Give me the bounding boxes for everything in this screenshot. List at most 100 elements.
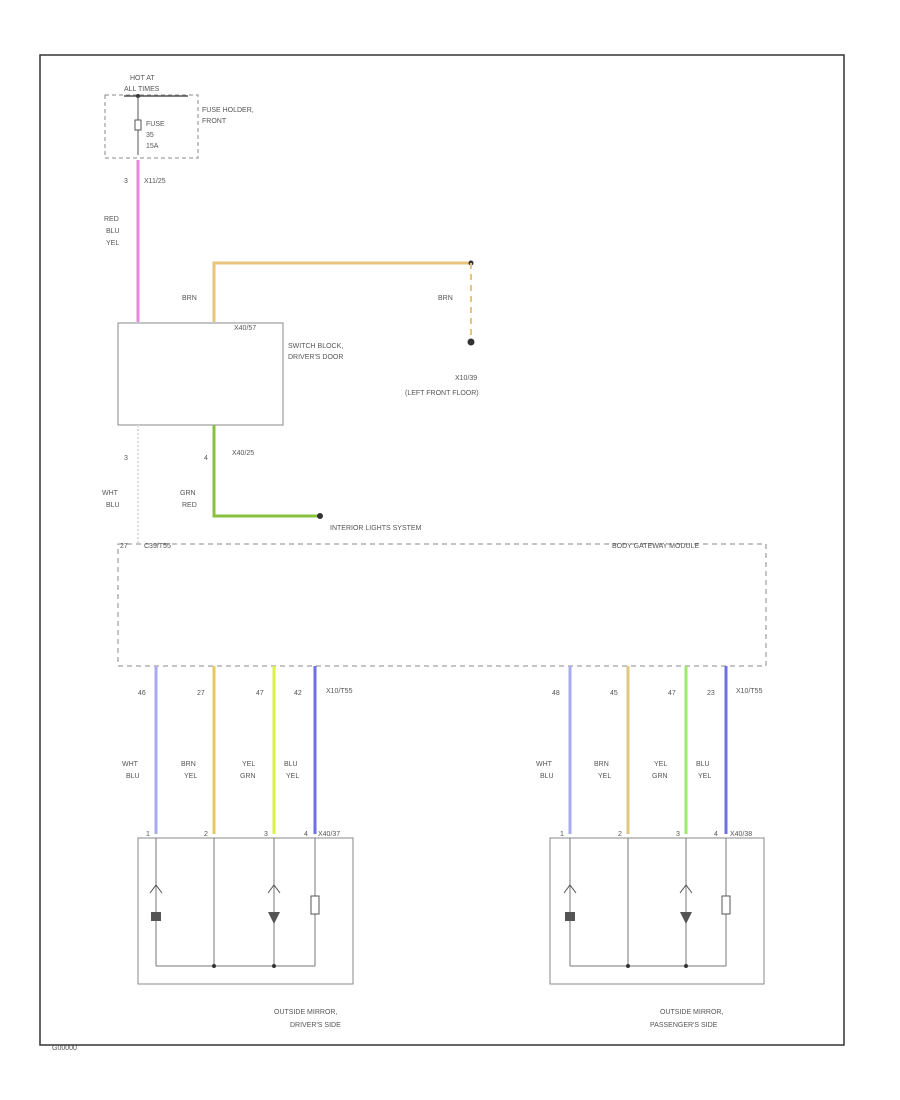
drv-pin-1: 46	[138, 690, 146, 697]
fuse-number: 35	[146, 132, 154, 139]
drv-mirror-pin-3: 3	[264, 831, 268, 838]
pas-motor-1-arrow	[563, 884, 577, 894]
drv-wire-top-3: YEL	[242, 761, 255, 768]
drv-mirror-name-2: DRIVER'S SIDE	[290, 1022, 341, 1029]
ground-label-2: (LEFT FRONT FLOOR)	[405, 390, 479, 397]
fuse-symbol	[134, 119, 142, 131]
drv-mirror-pin-4: 4	[304, 831, 308, 838]
pas-wire-bot-1: BLU	[540, 773, 554, 780]
pas-wire-top-4: BLU	[696, 761, 710, 768]
diagram-frame	[39, 54, 845, 1046]
pas-wire-bot-2: YEL	[598, 773, 611, 780]
wire-label-brn-2: BRN	[438, 295, 453, 302]
wire-grn-red	[212, 425, 318, 518]
switch-connector-bottom: X40/25	[232, 450, 254, 457]
switch-pin-right: 4	[204, 455, 208, 462]
drv-motor-1-arrow	[149, 884, 163, 894]
pas-wire-top-1: WHT	[536, 761, 553, 768]
switch-pin-left: 3	[124, 455, 128, 462]
ground-label-1: X10/39	[455, 375, 477, 382]
pas-pin-2: 45	[610, 690, 618, 697]
drv-motor-2	[268, 912, 280, 924]
fuse-holder-name-2: FRONT	[202, 118, 227, 125]
switch-block-name-1: SWITCH BLOCK,	[288, 343, 343, 350]
fuse-hot-at: HOT AT	[130, 75, 155, 82]
bcm-name: BODY GATEWAY MODULE	[612, 543, 699, 550]
passenger-mirror-box	[549, 837, 765, 985]
switch-block-connector: X40/57	[234, 325, 256, 332]
pas-wire-bot-3: GRN	[652, 773, 668, 780]
wire-label-brn-1: BRN	[182, 295, 197, 302]
drv-mirror-name-1: OUTSIDE MIRROR,	[274, 1009, 337, 1016]
wire-label-blu: BLU	[106, 228, 120, 235]
drv-wire-bot-2: YEL	[184, 773, 197, 780]
drv-pin-2: 27	[197, 690, 205, 697]
driver-side-wires: 46 27 47 42 X10/T55 WHT BLU BRN YEL YEL …	[122, 666, 353, 834]
wire-label-wht-blu: BLU	[106, 502, 120, 509]
pas-pin-1: 48	[552, 690, 560, 697]
pas-mirror-pin-3: 3	[676, 831, 680, 838]
wire-label-yel: YEL	[106, 240, 119, 247]
passenger-side-wires: 48 45 47 23 X10/T55 WHT BLU BRN YEL YEL …	[536, 666, 763, 834]
pas-pin-4: 23	[707, 690, 715, 697]
drv-heater	[310, 895, 320, 915]
pas-heater	[721, 895, 731, 915]
pas-mirror-name-2: PASSENGER'S SIDE	[650, 1022, 718, 1029]
drv-wire-bot-3: GRN	[240, 773, 256, 780]
fuse-amp: 15A	[146, 143, 159, 150]
pas-mirror-pin-1: 1	[560, 831, 564, 838]
drv-wire-top-2: BRN	[181, 761, 196, 768]
fuse-pin: 3	[124, 178, 128, 185]
pas-wire-top-2: BRN	[594, 761, 609, 768]
fuse-label: FUSE	[146, 121, 165, 128]
drv-wire-bot-1: BLU	[126, 773, 140, 780]
interior-lights-label: INTERIOR LIGHTS SYSTEM	[330, 525, 422, 532]
pas-wire-bot-4: YEL	[698, 773, 711, 780]
drv-node-1	[212, 964, 216, 968]
driver-mirror: 1 2 3 4 X40/37 OUTSIDE MIRROR, DRIVER'S …	[137, 831, 354, 1029]
drv-connector: X10/T55	[326, 688, 353, 695]
fuse-hot-at-2: ALL TIMES	[124, 86, 160, 93]
body-gateway-module	[117, 543, 767, 667]
wire-label-red2: RED	[182, 502, 197, 509]
drv-motor-1	[151, 912, 161, 921]
drv-motor-2-arrow	[267, 884, 281, 894]
switch-block-name-2: DRIVER'S DOOR	[288, 354, 343, 361]
drv-node-2	[272, 964, 276, 968]
pas-pin-3: 47	[668, 690, 676, 697]
wire-label-grn: GRN	[180, 490, 196, 497]
drv-wire-bot-4: YEL	[286, 773, 299, 780]
drv-mirror-connector: X40/37	[318, 831, 340, 838]
diagram-code: G00000	[52, 1045, 77, 1052]
ground-point	[467, 338, 475, 346]
wire-label-red: RED	[104, 216, 119, 223]
fuse-holder-name-1: FUSE HOLDER,	[202, 107, 254, 114]
driver-mirror-box	[137, 837, 354, 985]
pas-motor-2-arrow	[679, 884, 693, 894]
switch-block	[117, 322, 284, 426]
pas-node-2	[684, 964, 688, 968]
pas-connector: X10/T55	[736, 688, 763, 695]
pas-mirror-pin-2: 2	[618, 831, 622, 838]
fuse-holder-box	[104, 94, 199, 159]
drv-pin-4: 42	[294, 690, 302, 697]
bcm-connector: C39/T55	[144, 543, 171, 550]
pas-mirror-pin-4: 4	[714, 831, 718, 838]
passenger-mirror: 1 2 3 4 X40/38 OUTSIDE MIRROR, PASSENGER…	[549, 831, 765, 1029]
wire-brn	[212, 261, 471, 322]
drv-pin-3: 47	[256, 690, 264, 697]
pas-motor-2	[680, 912, 692, 924]
drv-wire-top-4: BLU	[284, 761, 298, 768]
pas-wire-top-3: YEL	[654, 761, 667, 768]
wire-label-wht: WHT	[102, 490, 119, 497]
pas-mirror-name-1: OUTSIDE MIRROR,	[660, 1009, 723, 1016]
drv-mirror-pin-1: 1	[146, 831, 150, 838]
interior-lights-node	[317, 513, 323, 519]
pas-mirror-connector: X40/38	[730, 831, 752, 838]
drv-mirror-pin-2: 2	[204, 831, 208, 838]
pas-motor-1	[565, 912, 575, 921]
pas-node-1	[626, 964, 630, 968]
fuse-connector: X11/25	[144, 178, 166, 185]
bcm-pin: 27	[120, 543, 128, 550]
